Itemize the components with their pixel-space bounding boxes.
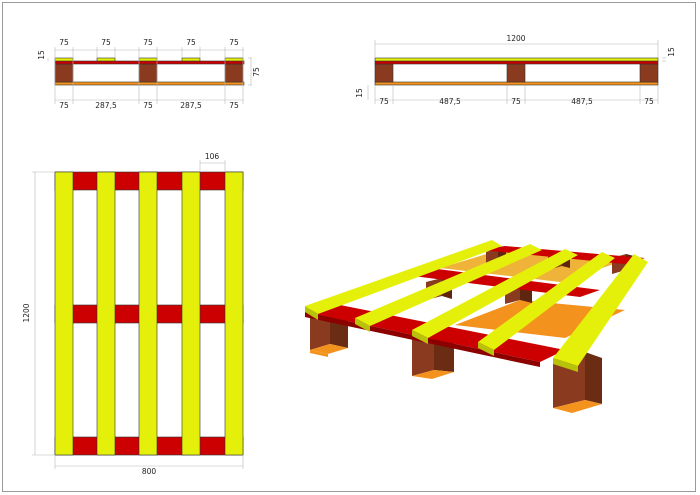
front-top-dim-2: 75 bbox=[101, 38, 111, 47]
top-plank-4 bbox=[181, 171, 201, 456]
top-plank-3 bbox=[138, 171, 158, 456]
front-plank-4 bbox=[181, 57, 201, 62]
front-base-strip bbox=[54, 81, 245, 86]
front-top-dim-1: 75 bbox=[59, 38, 69, 47]
front-view: 75 75 75 75 75 75 287,5 75 287,5 75 15 7… bbox=[37, 38, 261, 110]
side-bottom-dim-3: 75 bbox=[511, 97, 521, 106]
top-length-dim: 1200 bbox=[22, 303, 31, 322]
front-bottom-dim-5: 75 bbox=[229, 101, 239, 110]
front-bottom-dim-4: 287,5 bbox=[180, 101, 202, 110]
side-bottom-dim-2: 487,5 bbox=[439, 97, 461, 106]
iso-plank-3 bbox=[412, 249, 578, 338]
side-bottom-dim-1: 75 bbox=[379, 97, 389, 106]
isometric-view bbox=[305, 240, 648, 413]
side-plank bbox=[374, 57, 659, 62]
front-block-center bbox=[138, 63, 158, 83]
front-plank-1 bbox=[54, 57, 74, 62]
side-base-strip bbox=[374, 81, 659, 86]
iso-plank-2 bbox=[355, 244, 542, 326]
side-bottom-dim-4: 487,5 bbox=[571, 97, 593, 106]
side-block-center bbox=[506, 63, 526, 83]
top-plank-1 bbox=[54, 171, 74, 456]
iso-plank-4 bbox=[478, 252, 615, 350]
front-plank-2 bbox=[96, 57, 116, 62]
top-plank-5 bbox=[224, 171, 244, 456]
front-plank-5 bbox=[224, 57, 244, 62]
front-bottom-dim-1: 75 bbox=[59, 101, 69, 110]
front-block-right bbox=[224, 63, 244, 83]
front-bearer bbox=[54, 60, 245, 65]
side-thickness-dim: 15 bbox=[667, 47, 676, 57]
front-top-dim-3: 75 bbox=[143, 38, 153, 47]
top-plank-dim: 106 bbox=[205, 152, 220, 161]
front-bottom-dim-3: 75 bbox=[143, 101, 153, 110]
front-bottom-dim-2: 287,5 bbox=[95, 101, 117, 110]
side-bearer bbox=[374, 60, 659, 65]
front-block-left bbox=[54, 63, 74, 83]
front-thickness-dim: 15 bbox=[37, 50, 46, 60]
front-plank-3 bbox=[138, 57, 158, 62]
iso-plank-5 bbox=[553, 254, 648, 366]
iso-plank-1 bbox=[305, 240, 502, 314]
front-top-dim-4: 75 bbox=[186, 38, 196, 47]
front-top-dim-5: 75 bbox=[229, 38, 239, 47]
top-view: 106 1200 800 bbox=[22, 152, 244, 476]
front-height-dim: 75 bbox=[252, 67, 261, 77]
side-view: 1200 15 15 75 487,5 75 487,5 75 bbox=[355, 34, 676, 106]
side-left-dim: 15 bbox=[355, 88, 364, 98]
top-width-dim: 800 bbox=[142, 467, 157, 476]
side-width-dim: 1200 bbox=[506, 34, 525, 43]
top-plank-2 bbox=[96, 171, 116, 456]
side-bottom-dim-5: 75 bbox=[644, 97, 654, 106]
side-block-right bbox=[639, 63, 659, 83]
side-block-left bbox=[374, 63, 394, 83]
